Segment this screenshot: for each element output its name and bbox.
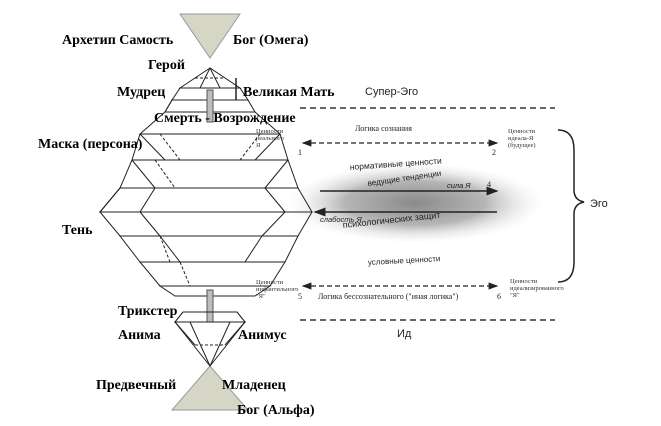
- archetype-self-label: Архетип Самость: [62, 33, 174, 48]
- svg-text:инфантильного: инфантильного: [256, 286, 299, 293]
- defense-cloud: [287, 163, 543, 243]
- logic-consciousness-label: Логика сознания: [355, 124, 412, 133]
- number-1: 1: [298, 148, 302, 157]
- id-label: Ид: [397, 328, 412, 340]
- psyche-structure: Супер-Эго Эго Ид Логика сознания Логика …: [256, 86, 608, 340]
- svg-text:"Я": "Я": [256, 293, 266, 300]
- number-5: 5: [298, 292, 302, 301]
- shadow-label: Тень: [62, 223, 93, 238]
- number-4: 4: [487, 180, 491, 189]
- super-ego-label: Супер-Эго: [365, 86, 418, 98]
- archetype-crystal: [98, 13, 313, 411]
- trickster-label: Трикстер: [118, 304, 178, 319]
- hero-label: Герой: [148, 58, 185, 73]
- primordial-label: Предвечный: [96, 378, 176, 393]
- values-ideal-label: Ценности идеала-Я (будущее): [508, 128, 536, 149]
- animus-label: Анимус: [238, 328, 287, 343]
- svg-text:Ценности: Ценности: [510, 278, 538, 285]
- ego-brace: [557, 129, 585, 283]
- svg-text:Ценности: Ценности: [508, 128, 536, 135]
- svg-text:(будущее): (будущее): [508, 142, 536, 149]
- strong-self-label: сила Я: [447, 181, 471, 190]
- number-6: 6: [497, 292, 501, 301]
- sage-label: Мудрец: [117, 85, 165, 100]
- upper-axis: [206, 89, 214, 123]
- number-2: 2: [492, 148, 496, 157]
- anima-label: Анима: [118, 328, 161, 343]
- svg-text:реального: реального: [256, 135, 284, 142]
- omega-triangle: [179, 13, 241, 59]
- lower-axis: [206, 289, 214, 323]
- svg-text:идеала-Я: идеала-Я: [508, 135, 534, 142]
- svg-text:"Я": "Я": [510, 292, 520, 299]
- weak-self-label: слабость Я: [320, 215, 363, 224]
- infant-label: Младенец: [222, 378, 286, 393]
- values-infantile-label: Ценности инфантильного "Я": [256, 279, 299, 300]
- svg-text:идеализированного: идеализированного: [510, 285, 564, 292]
- death-rebirth-label: Смерть - Возрождение: [154, 111, 296, 126]
- svg-text:Ценности: Ценности: [256, 128, 284, 135]
- values-idealized-label: Ценности идеализированного "Я": [510, 278, 564, 299]
- svg-text:Я: Я: [256, 142, 261, 149]
- conditional-values-label: условные ценности: [368, 254, 441, 267]
- god-alpha-label: Бог (Альфа): [237, 403, 315, 418]
- archetype-labels: Архетип Самость Бог (Омега) Герой Мудрец…: [38, 33, 335, 418]
- mask-label: Маска (персона): [38, 137, 143, 152]
- values-present-label: Ценности реального Я: [256, 128, 284, 149]
- svg-text:Ценности: Ценности: [256, 279, 284, 286]
- god-omega-label: Бог (Омега): [233, 33, 309, 48]
- alpha-triangle: [170, 365, 250, 411]
- ego-label: Эго: [590, 198, 608, 210]
- great-mother-label: Великая Мать: [243, 85, 335, 100]
- logic-unconscious-label: Логика бессознательного ("иная логика"): [318, 292, 459, 301]
